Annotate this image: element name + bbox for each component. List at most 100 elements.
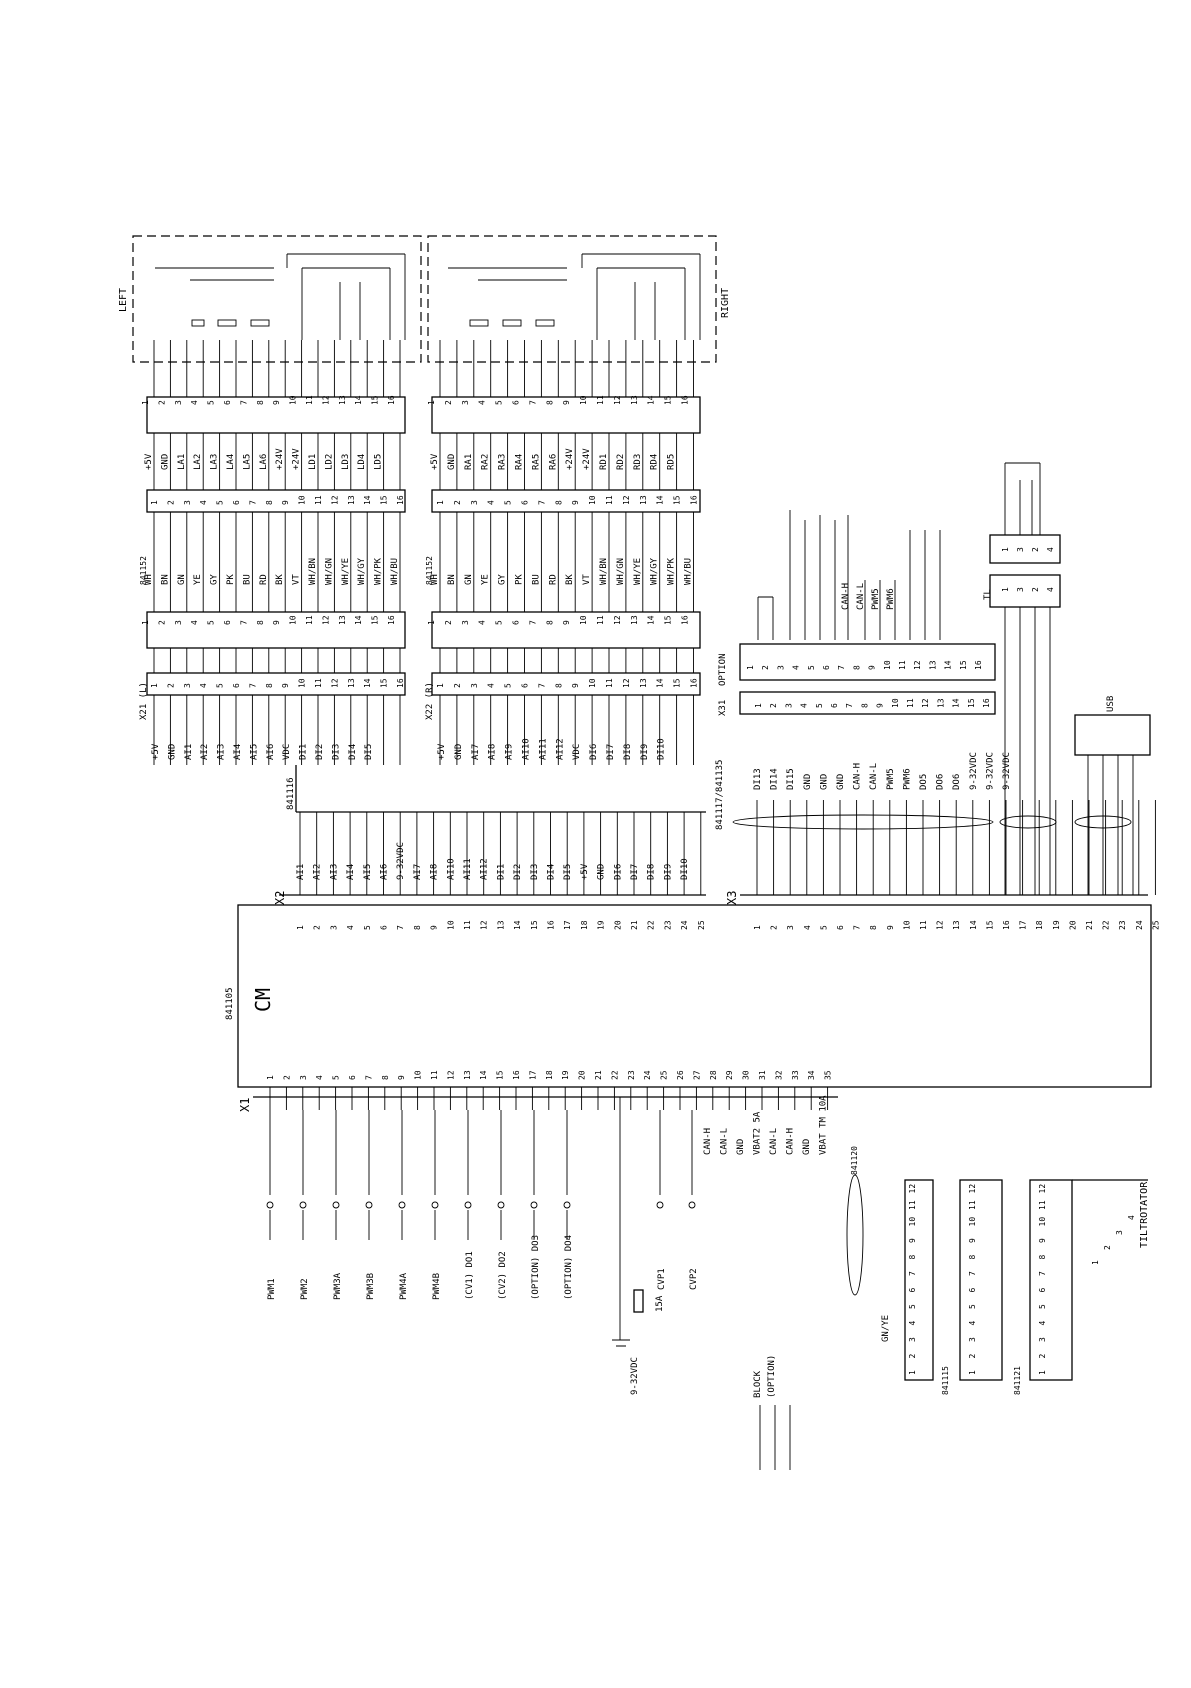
x3-pin-number: 20: [1068, 920, 1077, 930]
left-sensor-signal-label: LA6: [259, 454, 269, 470]
conn-841115-pin: 6: [908, 1288, 917, 1293]
right-sensor-pin-number: 4: [478, 400, 487, 405]
option-label: OPTION: [718, 653, 728, 686]
tl-top-connector: [989, 534, 1061, 564]
x22-signal-label: DI7: [606, 744, 616, 760]
conn-841115-mate-pin: 7: [968, 1271, 977, 1276]
output-load-symbol: [266, 1201, 274, 1209]
harness-x3-label: 841117/841135: [715, 760, 725, 830]
conn-841115-mate-pin: 12: [968, 1184, 977, 1194]
x3-signal-label: DI15: [786, 768, 796, 790]
x1-signal-label: CAN-L: [720, 1128, 730, 1155]
x1-pin-number: 14: [479, 1070, 488, 1080]
left-sensor-internals: [155, 253, 406, 340]
x1-pin-number: 18: [545, 1070, 554, 1080]
right-cable-top-pin-number: 16: [690, 495, 699, 505]
output-label: (OPTION) DO4: [564, 1235, 574, 1300]
right-cable-color-label: WH/GN: [616, 558, 626, 585]
x31-pin-number: 6: [830, 703, 839, 708]
x3-pin-number: 24: [1135, 920, 1144, 930]
right-sensor-internals: [448, 253, 701, 340]
left-sensor-signal-label: LA5: [242, 454, 252, 470]
x1-pin-number: 7: [364, 1075, 373, 1080]
left-cable-top-pin-number: 12: [330, 495, 339, 505]
right-x2x-pin-number: 12: [622, 678, 631, 688]
x3-pin-number: 9: [886, 925, 895, 930]
x1-pin-number: 9: [397, 1075, 406, 1080]
conn-841121-pin: 6: [1038, 1288, 1047, 1293]
fuse-symbol: [633, 1289, 644, 1313]
right-cable-bottom-pin-number: 4: [478, 620, 487, 625]
x22-label: X22 (R): [425, 682, 435, 720]
right-cable-top-pin-number: 8: [554, 500, 563, 505]
x31-pin-number: 10: [891, 698, 900, 708]
right-sensor-signal-label: RA6: [548, 454, 558, 470]
x3-pin-number: 18: [1035, 920, 1044, 930]
x3-signal-label: DI14: [770, 768, 780, 790]
x3-pin-number: 15: [985, 920, 994, 930]
right-sensor-enclosure: [427, 235, 717, 363]
conn-841115-pin: 8: [908, 1255, 917, 1260]
output-label: (CV2) DO2: [498, 1251, 508, 1300]
x3-signal-label: PWM6: [902, 768, 912, 790]
left-sensor-pin-number: 9: [272, 400, 281, 405]
x3-pin-number: 23: [1118, 920, 1127, 930]
x2-pin-number: 17: [563, 920, 572, 930]
left-cable-color-label: WH/GN: [324, 558, 334, 585]
left-cable-color-label: BK: [275, 574, 285, 585]
x21-signal-label: AI2: [200, 744, 210, 760]
x1-pin-number: 19: [561, 1070, 570, 1080]
gnye-label: GN/YE: [881, 1315, 891, 1342]
right-sensor-signal-label: RA3: [498, 454, 508, 470]
x1-pin-number: 30: [742, 1070, 751, 1080]
left-cable-top-pin-number: 15: [380, 495, 389, 505]
x3-signal-label: 9-32VDC: [1002, 752, 1012, 790]
tl-top-pin-number: 4: [1046, 547, 1055, 552]
x1-pin-number: 27: [692, 1070, 701, 1080]
output-load-symbol: [365, 1201, 373, 1209]
right-cable-top-pin-number: 12: [622, 495, 631, 505]
x1-pin-number: 1: [266, 1075, 275, 1080]
right-x2x-pin-number: 16: [690, 678, 699, 688]
left-x2x-pin-number: 1: [150, 683, 159, 688]
x3-signal-label: DO5: [919, 774, 929, 790]
x1-pin-number: 20: [578, 1070, 587, 1080]
x2-pin-number: 24: [680, 920, 689, 930]
x2-label: X2: [273, 891, 287, 905]
left-cable-color-label: BU: [242, 574, 252, 585]
x31-pin-number: 1: [754, 703, 763, 708]
x3-pin-number: 11: [919, 920, 928, 930]
right-x2x-pin-number: 7: [537, 683, 546, 688]
x2-pin-number: 19: [597, 920, 606, 930]
option-pin-number: 3: [776, 665, 785, 670]
x1-signal-label: VBAT2 5A: [753, 1111, 763, 1155]
conn-841115-pin: 10: [908, 1217, 917, 1227]
right-x2x-pin-number: 10: [588, 678, 597, 688]
output-label: PWM4B: [432, 1273, 442, 1300]
x21-signal-label: DI3: [331, 744, 341, 760]
right-sensor-signal-label: +5V: [430, 453, 440, 470]
left-sensor-pin-number: 1: [141, 400, 150, 405]
label-841115: 841115: [941, 1366, 950, 1395]
x2-pin-number: 2: [313, 925, 322, 930]
left-cable-bottom-pin-number: 11: [305, 615, 314, 625]
x2-signal-label: AI7: [413, 864, 423, 880]
conn-841121-pin: 12: [1038, 1184, 1047, 1194]
left-cable-top-pin-number: 3: [183, 500, 192, 505]
x2-signal-label: DI6: [613, 864, 623, 880]
right-cable-color-label: VT: [582, 574, 592, 585]
right-cable-color-label: YE: [481, 574, 491, 585]
x31-pin-number: 8: [860, 703, 869, 708]
x2-pin-number: 1: [296, 925, 305, 930]
left-cable-bottom-pin-number: 13: [338, 615, 347, 625]
right-cable-top-pin-number: 5: [504, 500, 513, 505]
x22-signal-label: AI10: [522, 738, 532, 760]
right-sensor-signal-label: RA5: [531, 454, 541, 470]
cable-shield-2: [999, 815, 1057, 829]
x2-signal-label: AI5: [363, 864, 373, 880]
right-sensor-signal-label: RA2: [481, 454, 491, 470]
cm-module-body: [237, 904, 1152, 1088]
right-sensor-pin-number: 5: [495, 400, 504, 405]
conn-841121-pin: 5: [1038, 1304, 1047, 1309]
